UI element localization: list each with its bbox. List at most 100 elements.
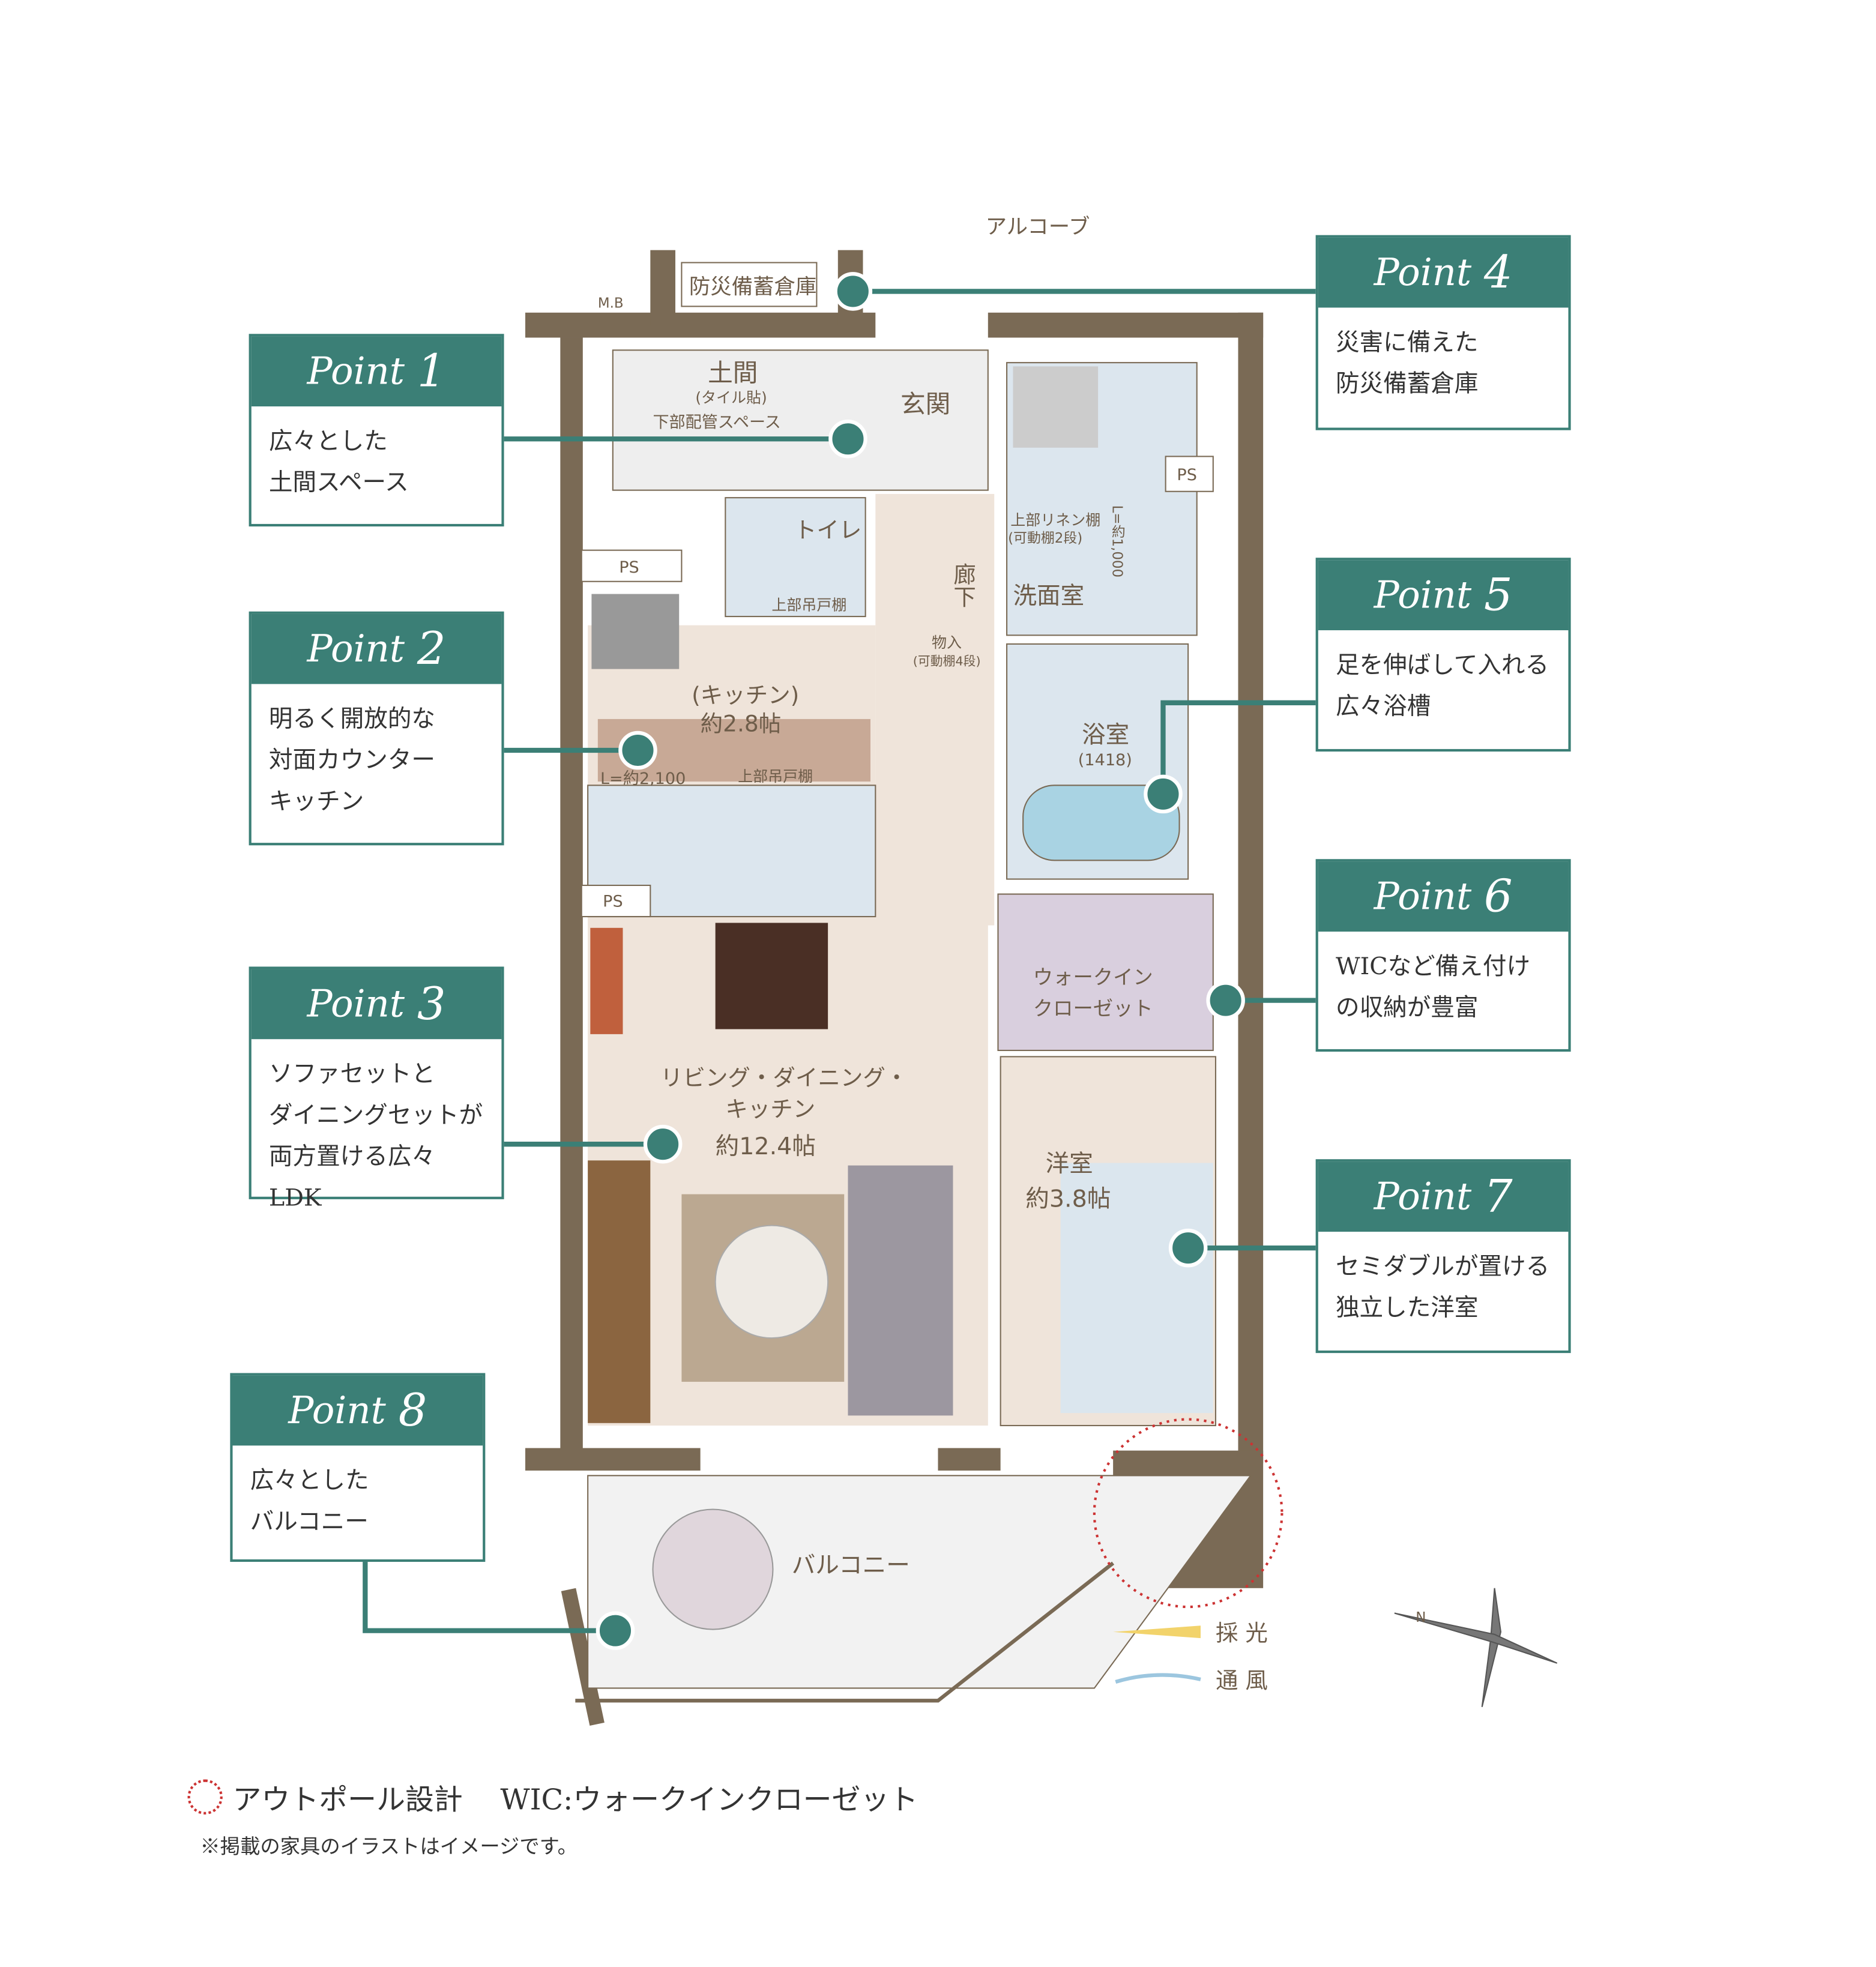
bookshelf xyxy=(590,927,623,1034)
label-balcony: バルコニー xyxy=(792,1552,910,1579)
ps-box xyxy=(1165,456,1214,492)
point-label: Point xyxy=(307,982,405,1026)
tv-board xyxy=(588,1160,651,1423)
point-number: 8 xyxy=(398,1385,427,1436)
outpole-icon xyxy=(187,1779,223,1815)
point-number: 6 xyxy=(1483,871,1513,923)
label-genkan: 玄関 xyxy=(900,389,950,418)
dining-table xyxy=(715,923,828,1029)
label-kitchen-size: 約2.8帖 xyxy=(701,711,782,737)
label-piping: 下部配管スペース xyxy=(653,413,780,432)
label-wic: ウォークイン xyxy=(1033,966,1153,989)
point-3-marker xyxy=(643,1124,683,1164)
balcony-railing xyxy=(575,1561,1115,1703)
legend-light: 採 光 xyxy=(1216,1619,1268,1646)
point-number: 7 xyxy=(1483,1171,1513,1223)
point-8-marker xyxy=(596,1611,635,1650)
light-icon xyxy=(1113,1625,1201,1639)
label-closet: 物入 xyxy=(932,634,962,651)
footer-legend: アウトポール設計 WIC:ウォークインクローゼット xyxy=(187,1776,918,1818)
point-text: 災害に備えた 防災備蓄倉庫 xyxy=(1335,328,1479,398)
label-ldk: キッチン xyxy=(725,1095,815,1122)
compass-icon xyxy=(1394,1588,1558,1707)
point-number: 3 xyxy=(417,978,446,1030)
label-ldk: リビング・ダイニング・ xyxy=(660,1064,908,1091)
footer-outpole: アウトポール設計 xyxy=(232,1784,463,1818)
label-bath-sub: (1418) xyxy=(1078,751,1132,770)
legend-wind: 通 風 xyxy=(1216,1667,1268,1693)
label-western: 洋室 xyxy=(1046,1150,1093,1178)
label-alcove: アルコーブ xyxy=(986,215,1090,239)
ps-box xyxy=(581,549,683,582)
connectors xyxy=(363,289,1316,1633)
fridge xyxy=(591,594,680,669)
point-number: 2 xyxy=(417,623,446,675)
label-upper-cabinet: 上部吊戸棚 xyxy=(738,768,813,785)
label-doma: 土間 xyxy=(708,358,758,387)
label-linen-sub: (可動棚2段) xyxy=(1008,531,1082,546)
ps-box xyxy=(581,884,651,918)
footer-wic: WIC:ウォークインクローゼット xyxy=(500,1784,918,1818)
label-closet-sub: (可動棚4段) xyxy=(913,654,981,668)
point-label: Point xyxy=(1374,875,1472,919)
label-ps: PS xyxy=(619,558,639,577)
label-toilet: トイレ xyxy=(794,517,861,543)
label-hall: 廊下 xyxy=(950,562,976,607)
bed xyxy=(1060,1163,1213,1414)
washing-machine xyxy=(1013,366,1099,448)
point-number: 1 xyxy=(417,346,446,397)
point-label: Point xyxy=(307,349,405,394)
label-linen: 上部リネン棚 xyxy=(1010,511,1100,529)
point-number: 5 xyxy=(1483,569,1513,621)
point-text: 明るく開放的な 対面カウンター キッチン xyxy=(268,705,436,816)
point-1-marker xyxy=(828,419,867,459)
outpole-marker xyxy=(1093,1418,1283,1609)
point-label: Point xyxy=(1374,1175,1472,1219)
label-washroom: 洗面室 xyxy=(1013,582,1084,610)
label-wic: クローゼット xyxy=(1033,997,1153,1020)
point-2-box: Point 2 明るく開放的な 対面カウンター キッチン xyxy=(249,611,504,846)
point-label: Point xyxy=(307,627,405,671)
point-4-marker xyxy=(833,272,873,311)
label-counter-length: L=約2,100 xyxy=(600,770,686,788)
label-kitchen: (キッチン) xyxy=(692,682,799,708)
point-text: 広々とした 土間スペース xyxy=(268,427,409,497)
wic-area xyxy=(997,893,1214,1052)
point-6-marker xyxy=(1206,981,1245,1020)
storage-room xyxy=(681,262,818,307)
label-ps: PS xyxy=(603,892,623,911)
walls xyxy=(525,250,1264,1726)
bathtub xyxy=(1022,785,1180,861)
point-7-marker xyxy=(1168,1228,1208,1268)
point-text: WICなど備え付け の収納が豊富 xyxy=(1335,953,1531,1022)
hall-floor xyxy=(875,493,995,926)
label-doma-sub: (タイル貼) xyxy=(695,389,767,406)
point-number: 4 xyxy=(1483,247,1513,298)
toilet-room xyxy=(725,497,866,618)
footer-note: ※掲載の家具のイラストはイメージです。 xyxy=(200,1834,578,1858)
point-text: セミダブルが置ける 独立した洋室 xyxy=(1335,1253,1550,1322)
label-upper-cabinet: 上部吊戸棚 xyxy=(771,597,846,614)
label-wash-length: L=約1,000 xyxy=(1109,505,1125,577)
label-ps: PS xyxy=(1177,466,1197,484)
point-2-marker xyxy=(618,730,657,770)
sofa xyxy=(848,1165,953,1416)
point-label: Point xyxy=(1374,573,1472,618)
label-storage: 防災備蓄倉庫 xyxy=(689,275,816,300)
point-5-marker xyxy=(1144,774,1183,814)
label-bath: 浴室 xyxy=(1082,721,1129,749)
compass-north: N xyxy=(1416,1610,1426,1625)
wind-icon xyxy=(1115,1673,1201,1684)
coffee-table xyxy=(714,1224,829,1339)
point-text: 広々とした バルコニー xyxy=(250,1466,369,1536)
doma-floor xyxy=(612,349,989,491)
